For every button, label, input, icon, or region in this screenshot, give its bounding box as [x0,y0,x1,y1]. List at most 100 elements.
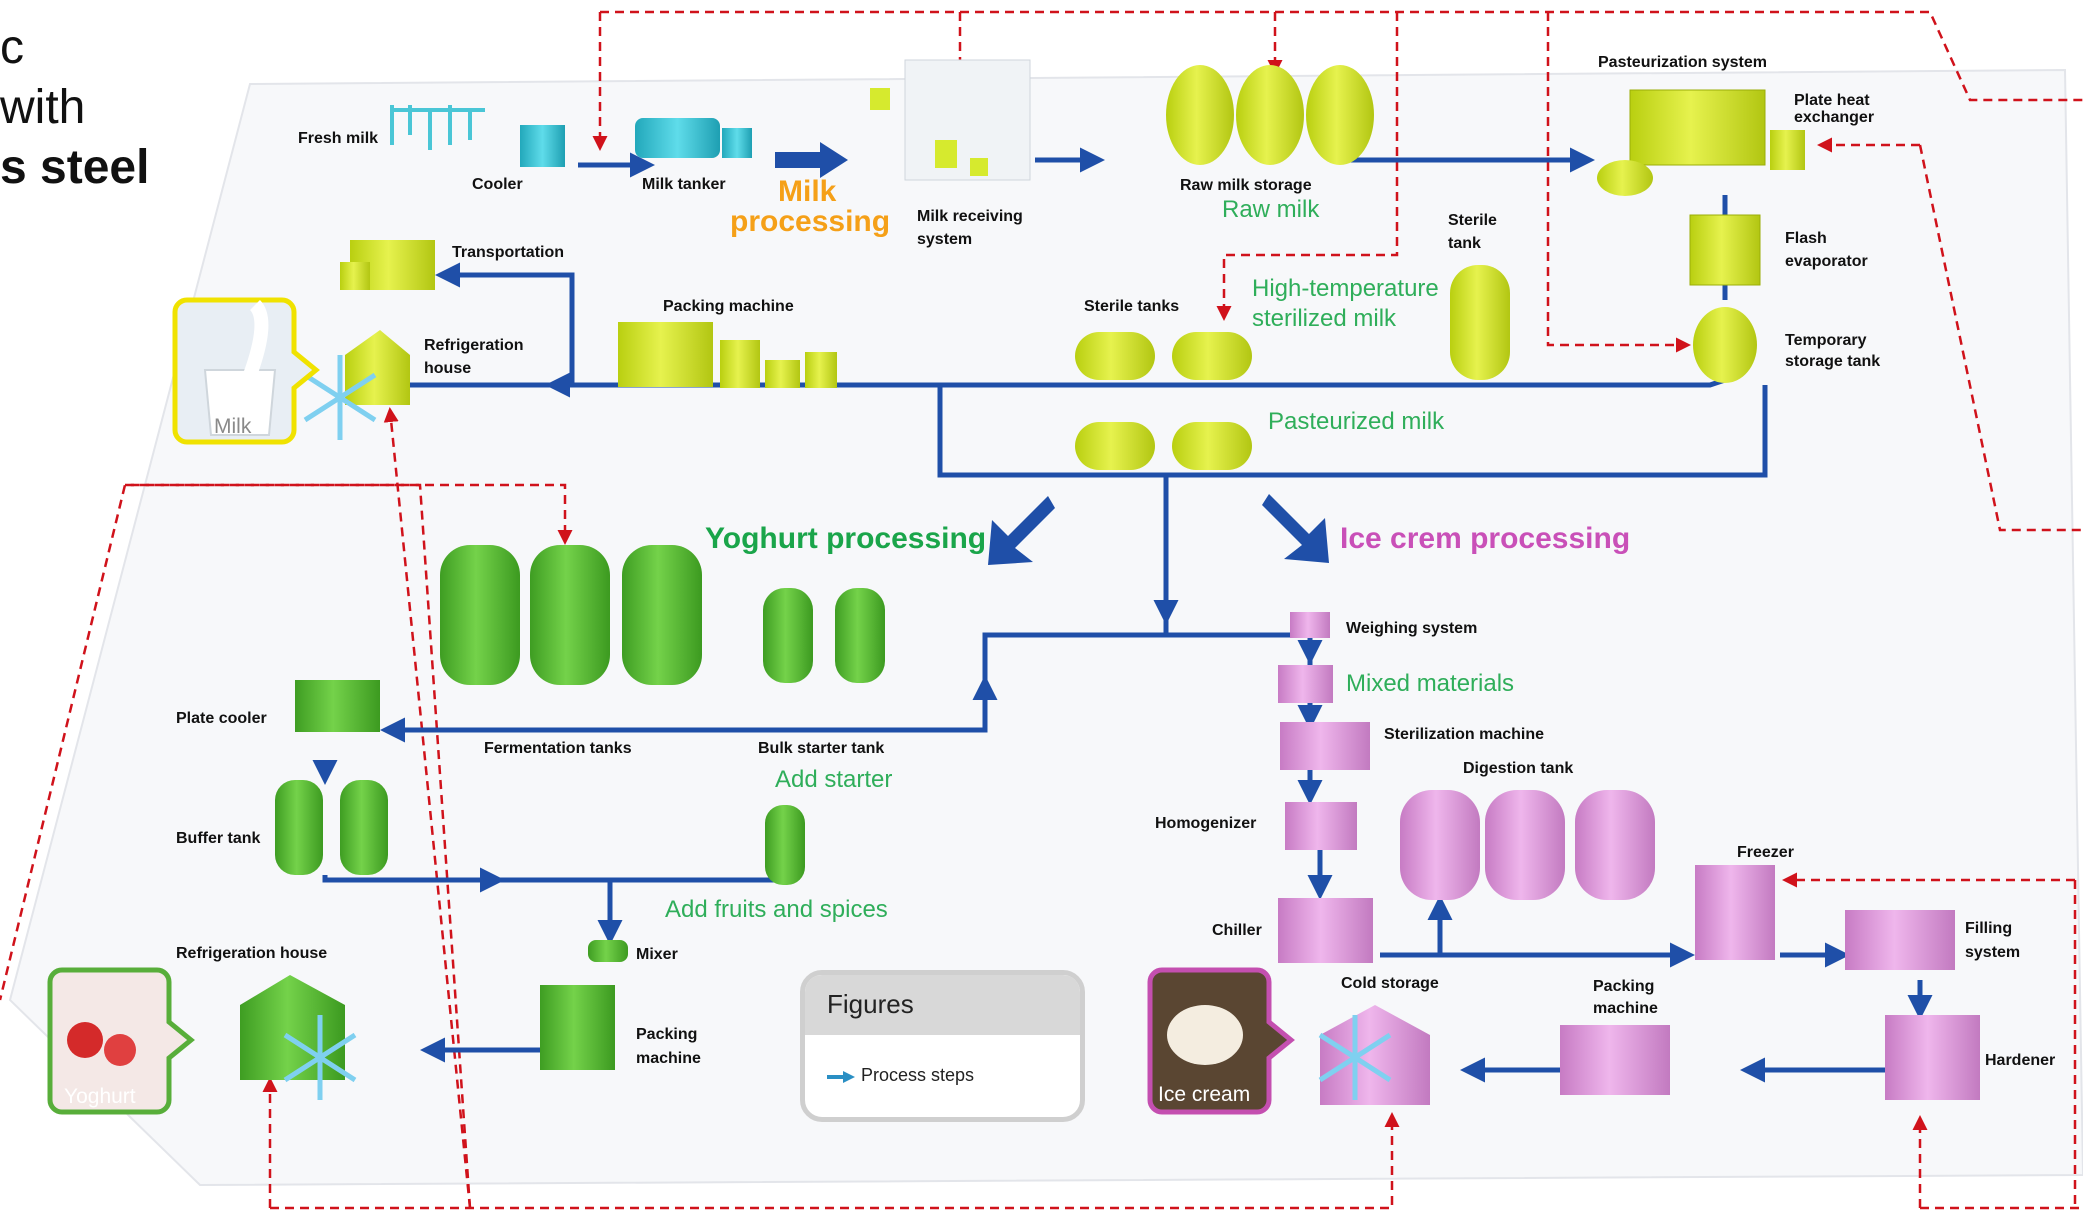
fruit-tank-icon [765,805,805,885]
homogenizer-icon [1285,802,1357,850]
label-pasteurization-system: Pasteurization system [1598,54,1767,71]
label-milk-receiving-1: Milk receiving [917,208,1023,225]
legend-title: Figures [805,975,1080,1035]
sterilization-machine-icon [1280,722,1370,770]
strawberry-icon [67,1022,103,1058]
raw-milk-storage-tanks-icon [1166,65,1374,165]
mixer-icon [588,940,628,962]
label-cold-storage: Cold storage [1341,975,1439,992]
label-freezer: Freezer [1737,844,1794,861]
label-packing-machine-top: Packing machine [663,298,794,315]
sterile-tank-vertical-icon [1450,265,1510,380]
pasteurization-system-icon [1597,89,1805,196]
legend-box: Figures Process steps [800,970,1085,1122]
stage-add-starter: Add starter [775,766,893,793]
callout-lines [0,10,2083,1210]
freezer-icon [1695,865,1775,960]
label-bulk-starter-tank: Bulk starter tank [758,740,885,757]
milk-processing-title-1: Milk [778,175,837,208]
milk-processing-title-2: processing [730,205,891,238]
label-plate-heat-2: exchanger [1794,109,1875,126]
ice-cream-product-frame [1147,967,1295,1115]
buffer-tank-icon [275,780,388,875]
label-fresh-milk: Fresh milk [298,130,379,147]
process-step-arrow-icon [827,1071,855,1083]
label-temporary-1: Temporary [1785,332,1867,349]
temporary-storage-tank-icon [1693,307,1757,383]
label-chiller: Chiller [1212,922,1262,939]
cooler-icon [520,125,565,167]
page-heading-line-1: c [0,21,24,74]
packing-machine-ic-icon [1560,1025,1670,1095]
page-heading-line-3-bold: s steel [0,141,150,194]
label-fermentation-tanks: Fermentation tanks [484,740,632,757]
snowflake-ic-icon [1318,1015,1392,1100]
label-sterilization-machine: Sterilization machine [1384,726,1545,743]
chiller-icon [1278,898,1373,963]
label-weighing: Weighing system [1346,620,1478,637]
ice-cream-processing-title: Ice crem processing [1340,522,1631,555]
label-filling-1: Filling [1965,920,2013,937]
page-heading-line-3: s steel [0,140,149,195]
page-heading-line-2: with [0,81,86,134]
label-sterile-tank-1: Sterile [1448,212,1497,229]
label-cooler: Cooler [472,176,523,193]
floor-platform [8,68,2083,1187]
label-packing-machine-y-2: machine [636,1050,701,1067]
milk-product-frame [172,297,320,445]
process-flow-arrows [775,142,1329,565]
label-refrigeration-house-y: Refrigeration house [176,945,328,962]
label-packing-machine-ic-2: machine [1593,1000,1658,1017]
label-hardener: Hardener [1985,1052,2056,1069]
label-packing-machine-ic-1: Packing [1593,978,1655,995]
label-temporary-2: storage tank [1785,353,1881,370]
label-buffer-tank: Buffer tank [176,830,261,847]
packing-machine-top-icon [618,322,837,388]
transportation-truck-icon [340,240,435,290]
label-mixer: Mixer [636,946,678,963]
label-flash-2: evaporator [1785,253,1868,270]
label-milk-tanker: Milk tanker [642,176,726,193]
label-milk-receiving-2: system [917,231,973,248]
plate-cooler-icon [295,680,380,732]
label-transportation: Transportation [452,244,565,261]
process-pipes [312,147,1933,1083]
cold-storage-icon [1320,1005,1430,1105]
label-packing-machine-y-1: Packing [636,1026,698,1043]
yoghurt-processing-title: Yoghurt processing [705,522,987,555]
milk-receiving-system-icon [870,59,1031,181]
stage-mixed: Mixed materials [1346,670,1515,697]
strawberry-icon-2 [104,1034,136,1066]
ice-cream-scoop-icon [1167,1005,1243,1065]
fresh-milk-cows-icon [390,105,485,150]
stage-high-temp-2: sterilized milk [1252,305,1397,332]
product-label-ice-cream: Ice cream [1158,1083,1251,1106]
label-refrigeration-2: house [424,360,472,377]
label-filling-2: system [1965,944,2021,961]
label-plate-cooler: Plate cooler [176,710,267,727]
packing-machine-y-icon [540,985,615,1070]
mixed-materials-icon [1278,665,1333,703]
receiving-equipment [390,59,1031,181]
snowflake-icon [303,355,377,440]
label-raw-milk-storage: Raw milk storage [1180,177,1312,194]
legend-item-label: Process steps [861,1065,975,1085]
stage-raw-milk: Raw milk [1222,196,1320,223]
flash-evaporator-icon [1689,214,1761,286]
milk-tanker-icon [635,118,752,158]
label-refrigeration-1: Refrigeration [424,337,524,354]
label-digestion-tank: Digestion tank [1463,760,1574,777]
label-homogenizer: Homogenizer [1155,815,1257,832]
stage-add-fruits: Add fruits and spices [665,896,888,923]
fermentation-tanks-icon [440,545,702,685]
ice-cream-equipment [1278,612,1980,1105]
product-label-milk: Milk [214,415,252,438]
hardener-icon [1885,1015,1980,1100]
digestion-tanks-icon [1400,790,1655,900]
label-plate-heat-1: Plate heat [1794,92,1870,109]
product-label-yoghurt: Yoghurt [64,1085,136,1108]
yoghurt-product-frame [47,967,195,1115]
weighing-system-icon [1290,612,1330,638]
label-flash-1: Flash [1785,230,1827,247]
